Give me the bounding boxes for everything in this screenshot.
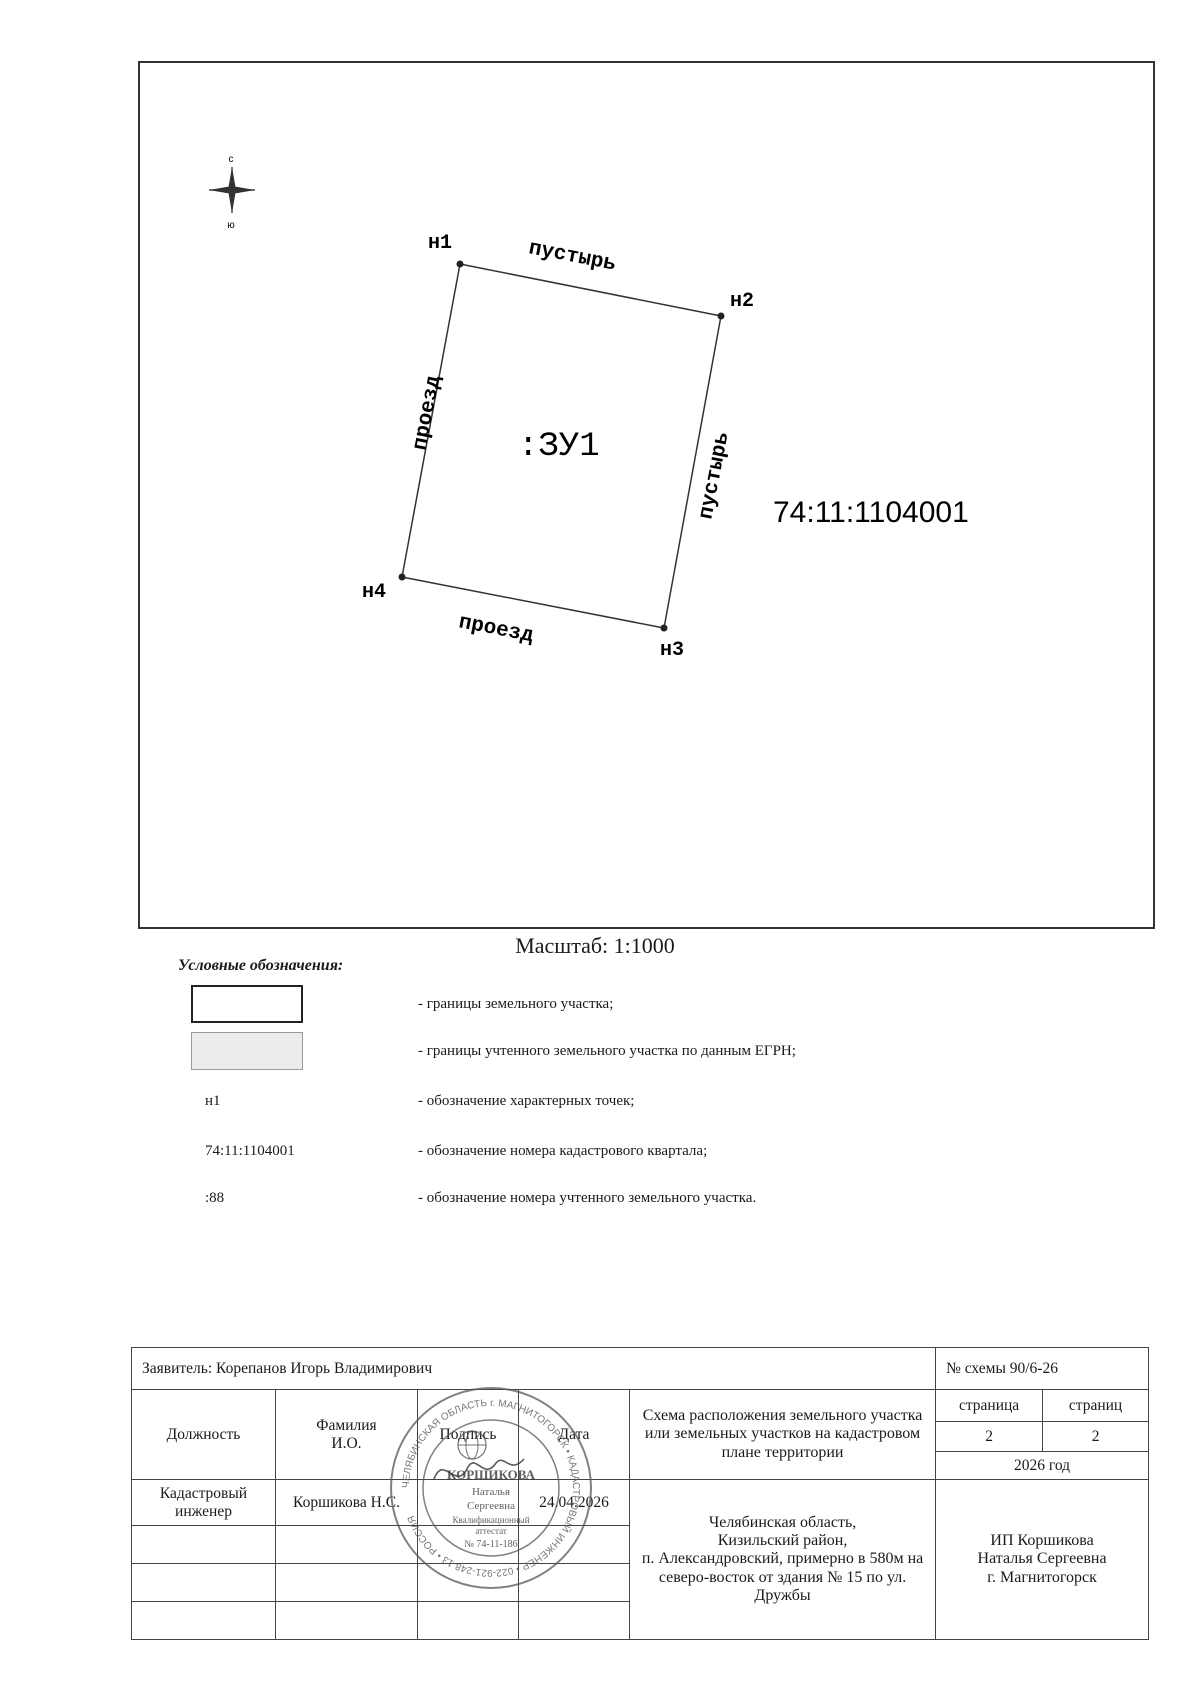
legend-item-desc: - обозначение номера учтенного земельног… (418, 1190, 757, 1206)
legend-item-desc: - обозначение номера кадастрового кварта… (418, 1143, 708, 1159)
header-position: Должность (131, 1389, 276, 1480)
point-n1-label: н1 (428, 232, 452, 255)
side-label-bottom: проезд (457, 611, 536, 648)
svg-text:КОРШИКОВА: КОРШИКОВА (447, 1467, 536, 1482)
point-n4-marker (398, 573, 406, 581)
engineer-seal: ЧЕЛЯБИНСКАЯ ОБЛАСТЬ г. МАГНИТОГОРСК • КА… (390, 1387, 592, 1589)
svg-text:Наталья: Наталья (472, 1486, 510, 1498)
scheme-number: № схемы 90/6-26 (935, 1347, 1150, 1390)
row-name: Коршикова Н.С. (275, 1479, 418, 1526)
legend-title: Условные обозначения: (178, 957, 344, 974)
legend-item-symbol: 74:11:1104001 (205, 1143, 295, 1159)
page-label: страница (935, 1389, 1044, 1422)
compass-icon: с ю (209, 154, 255, 231)
year: 2026 год (935, 1451, 1150, 1480)
side-label-right: пустырь (695, 430, 734, 521)
side-label-top: пустырь (527, 237, 618, 276)
compass-north-label: с (229, 154, 234, 165)
row-position: Кадастровый инженер (131, 1479, 276, 1526)
legend-egrn-parcel-symbol (191, 1032, 303, 1070)
svg-text:№ 74-11-186: № 74-11-186 (464, 1539, 517, 1550)
point-n1-marker (456, 260, 464, 268)
point-n2-marker (717, 312, 725, 320)
pages-count: 2 (1042, 1421, 1150, 1452)
parcel-label: :ЗУ1 (518, 428, 600, 466)
side-label-left: проезд (409, 373, 446, 452)
point-n2-label: н2 (730, 290, 754, 313)
row-signature (417, 1479, 519, 1526)
map-frame: с ю н1 н2 н3 н4 пустырь пустырь проезд п… (138, 61, 1155, 929)
legend-item-desc: - границы учтенного земельного участка п… (418, 1043, 796, 1059)
quarter-label: 74:11:1104001 (773, 496, 969, 529)
location: Челябинская область, Кизильский район, п… (628, 1479, 937, 1640)
header-date: Дата (518, 1389, 630, 1480)
title-block: Заявитель: Корепанов Игорь Владимирович … (130, 1347, 1150, 1640)
page-number: 2 (935, 1421, 1044, 1452)
legend-item-desc: - границы земельного участка; (418, 996, 614, 1012)
cadastral-map: с ю н1 н2 н3 н4 пустырь пустырь проезд п… (209, 154, 969, 662)
scale-text: Масштаб: 1:1000 (515, 933, 675, 958)
point-n3-marker (660, 624, 668, 632)
svg-text:Квалификационный: Квалификационный (452, 1515, 529, 1525)
legend-item-symbol: н1 (205, 1093, 221, 1109)
point-n3-label: н3 (660, 639, 684, 662)
legend-item-symbol: :88 (205, 1190, 225, 1206)
scheme-title: Схема расположения земельного участка ил… (628, 1389, 937, 1480)
svg-text:аттестат: аттестат (475, 1526, 507, 1536)
svg-text:Сергеевна: Сергеевна (467, 1500, 515, 1512)
legend-item-desc: - обозначение характерных точек; (418, 1093, 635, 1109)
legend-parcel-boundary-symbol (191, 985, 303, 1023)
compass-south-label: ю (227, 220, 235, 231)
pages-label: страниц (1042, 1389, 1150, 1422)
point-n4-label: н4 (362, 581, 386, 604)
contractor: ИП Коршикова Наталья Сергеевна г. Магнит… (935, 1479, 1150, 1640)
